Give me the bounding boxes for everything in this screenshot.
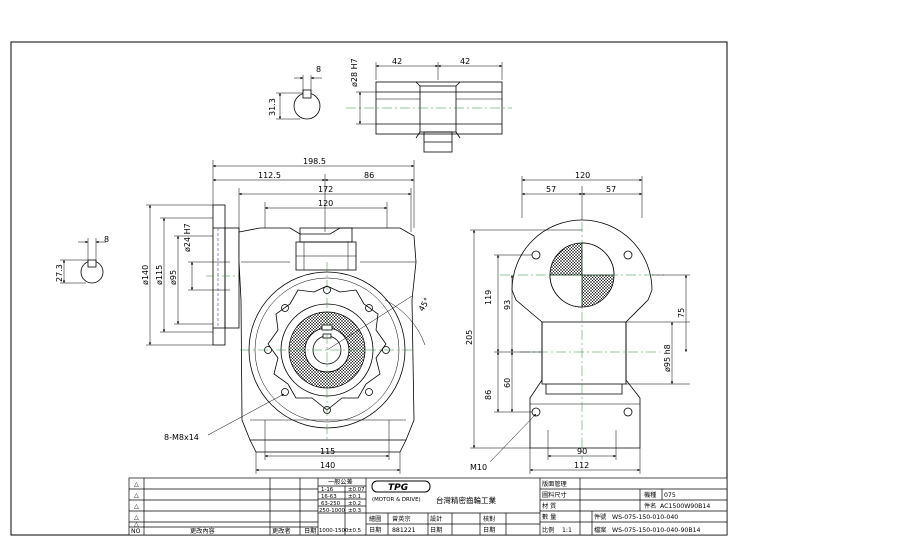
key-top-height: 31.3 bbox=[268, 98, 277, 116]
dim-base-inner: 115 bbox=[320, 447, 335, 456]
model-label: 機種 bbox=[644, 491, 656, 499]
dim-h-93: 93 bbox=[503, 300, 512, 310]
dim-left-width: 112.5 bbox=[258, 171, 281, 180]
col-content: 更改內容 bbox=[190, 527, 215, 535]
key-top-width: 8 bbox=[316, 65, 321, 74]
tol-value: ±0.5 bbox=[348, 528, 361, 534]
company-name: 台灣精密齒輪工業 bbox=[436, 495, 496, 505]
dim-h-119: 119 bbox=[484, 290, 493, 305]
dim-right-width: 86 bbox=[364, 171, 374, 180]
dim-spigot-diameter: ø95 bbox=[169, 270, 178, 285]
dim-overall-width: 198.5 bbox=[303, 157, 326, 166]
tol-value: ±0.3 bbox=[348, 508, 361, 514]
dim-pilot-diameter: ø115 bbox=[155, 265, 164, 285]
draw-label: 繪圖 bbox=[369, 515, 381, 523]
tol-range: 1-16 bbox=[321, 487, 334, 493]
rev-mark: △ bbox=[134, 492, 139, 499]
logo-subtext: (MOTOR & DRIVE) bbox=[372, 497, 421, 503]
dim-shaft-diameter: ø24 H7 bbox=[183, 223, 192, 252]
title-block bbox=[128, 477, 728, 536]
front-view bbox=[146, 160, 426, 474]
hole-diameter: ø28 H7 bbox=[350, 58, 359, 87]
qty-label: 數 量 bbox=[542, 513, 556, 521]
rev-mark: △ bbox=[134, 521, 139, 528]
tol-range: 1000-1500 bbox=[319, 528, 349, 534]
rev-mark: △ bbox=[134, 514, 139, 521]
key-detail-left bbox=[60, 238, 106, 284]
tol-range: 63-250 bbox=[321, 501, 341, 507]
file-label: 檔案 bbox=[594, 526, 607, 534]
side-view bbox=[470, 176, 690, 474]
scale-value: 1:1 bbox=[562, 527, 572, 534]
file-value: WS-075-150-010-040-90B14 bbox=[612, 527, 701, 534]
date-label-2: 日期 bbox=[430, 526, 442, 534]
key-detail-top bbox=[276, 75, 322, 120]
check-label: 設計 bbox=[430, 515, 442, 523]
dim-h-75: 75 bbox=[677, 308, 686, 318]
date-label: 日期 bbox=[369, 526, 381, 534]
dim-base-outer: 140 bbox=[320, 461, 335, 470]
dim-angle: 45° bbox=[417, 296, 432, 313]
dim-bolt-width: 120 bbox=[318, 199, 333, 208]
side-half-left: 57 bbox=[546, 185, 556, 194]
tolerance-table: 1-16 ±0.07 16-63 ±0.1 63-250 ±0.2 250-10… bbox=[319, 487, 365, 534]
dim-flange-width: 172 bbox=[318, 185, 333, 194]
dim-height-total: 205 bbox=[465, 330, 474, 345]
part-value: WS-075-150-010-040 bbox=[612, 514, 678, 521]
dim-h-86: 86 bbox=[484, 390, 493, 400]
key-left-width: 8 bbox=[104, 235, 109, 244]
dim-side-base-inner: 90 bbox=[577, 447, 587, 456]
tol-range: 250-1000 bbox=[319, 508, 346, 514]
company-logo: TPG (MOTOR & DRIVE) bbox=[371, 480, 431, 503]
scale-label: 比例 bbox=[542, 526, 554, 534]
hollow-shaft-section bbox=[346, 62, 512, 153]
mgmt-label: 版面管理 bbox=[542, 480, 567, 488]
rev-mark: △ bbox=[134, 481, 139, 488]
part-label: 件號 bbox=[594, 513, 606, 521]
tol-range: 16-63 bbox=[321, 494, 337, 500]
date-label-3: 日期 bbox=[483, 526, 495, 534]
spec-label: 材 質 bbox=[542, 502, 556, 510]
m10-note: M10 bbox=[470, 463, 487, 472]
hole-length-right: 42 bbox=[460, 57, 470, 66]
col-person: 更改者 bbox=[272, 527, 291, 535]
dim-side-diameter: ø95 h8 bbox=[663, 344, 672, 372]
tol-value: ±0.07 bbox=[348, 487, 365, 493]
tol-value: ±0.2 bbox=[348, 501, 361, 507]
side-top-width: 120 bbox=[575, 171, 590, 180]
item-label: 件名 bbox=[644, 502, 656, 510]
tol-value: ±0.1 bbox=[348, 494, 361, 500]
approve-label: 核對 bbox=[483, 515, 495, 523]
item-value: AC1500W90B14 bbox=[660, 503, 710, 510]
rev-mark: △ bbox=[134, 503, 139, 510]
dim-side-base-outer: 112 bbox=[574, 461, 589, 470]
key-left-height: 27.3 bbox=[55, 264, 64, 282]
side-half-right: 57 bbox=[606, 185, 616, 194]
draw-value: 曾英宗 bbox=[392, 515, 411, 523]
material-label: 圖料尺寸 bbox=[542, 491, 567, 499]
col-date: 日期 bbox=[304, 527, 316, 535]
dim-outer-diameter: ø140 bbox=[141, 265, 150, 285]
bolt-note: 8-M8x14 bbox=[164, 433, 199, 442]
logo-text: TPG bbox=[388, 483, 408, 493]
revision-rows: △ △ △ △ △ bbox=[134, 481, 139, 528]
tolerance-header: 一般公差 bbox=[328, 478, 353, 486]
hole-length-left: 42 bbox=[392, 57, 402, 66]
dim-h-60: 60 bbox=[503, 378, 512, 388]
model-value: 075 bbox=[664, 492, 676, 499]
col-no: NO bbox=[131, 528, 141, 535]
date-value: 881221 bbox=[392, 527, 416, 534]
